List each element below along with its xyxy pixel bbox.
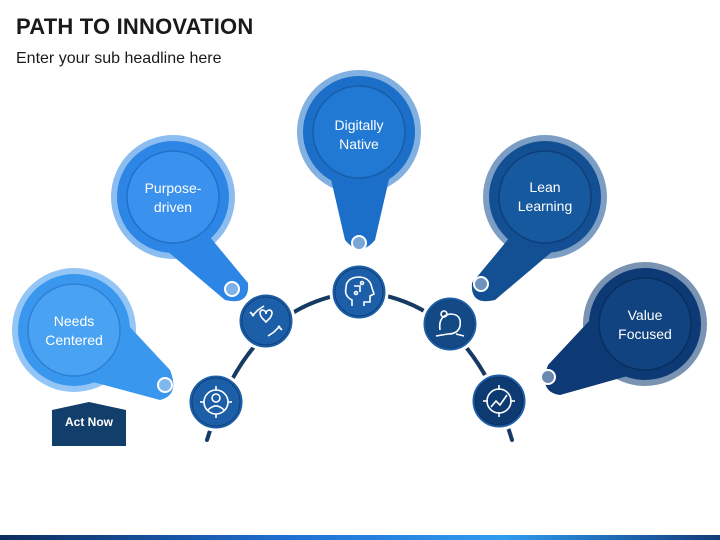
hands-heart-icon (249, 305, 283, 337)
bubble-lean-learning (471, 135, 607, 302)
bubble-label-line: Value (627, 307, 663, 323)
step-icon-node-1 (186, 372, 246, 432)
user-target-icon (200, 386, 232, 418)
bubble-label-line: Centered (45, 332, 103, 348)
step-icon-node-4 (420, 294, 480, 354)
bubble-label-line: Lean (529, 179, 561, 195)
bubble-digitally-native (297, 70, 421, 251)
step-icon-node-2 (236, 291, 296, 351)
bubble-label-line: Purpose- (144, 180, 202, 196)
bubble-label-digitally-native: Digitally Native (304, 116, 414, 154)
bubble-label-lean-learning: Lean Learning (490, 178, 600, 216)
act-now-label[interactable]: Act Now (65, 415, 113, 429)
step-icon-node-3 (329, 262, 389, 322)
bubble-label-needs-centered: Needs Centered (19, 312, 129, 350)
page-title: PATH TO INNOVATION (16, 14, 254, 39)
bubble-label-purpose-driven: Purpose- driven (118, 179, 228, 217)
bubble-value-focused (540, 262, 707, 395)
bubble-label-line: Needs (53, 313, 95, 329)
page-subtitle: Enter your sub headline here (16, 50, 222, 67)
scrum-cycle-icon (435, 310, 465, 337)
footer-gradient-bar (0, 535, 720, 540)
bubble-label-line: Native (339, 136, 379, 152)
step-icon-node-5 (469, 371, 529, 431)
bubble-label-value-focused: Value Focused (590, 306, 700, 344)
bubble-label-line: driven (153, 199, 193, 215)
bubble-label-line: Focused (618, 326, 672, 342)
act-now-badge[interactable] (52, 402, 126, 446)
brain-head-icon (344, 276, 375, 306)
bubble-needs-centered (12, 268, 174, 400)
bubble-label-line: Learning (517, 198, 573, 214)
bubble-purpose-driven (111, 135, 249, 302)
bubble-label-line: Digitally (334, 117, 384, 133)
growth-target-icon (483, 385, 515, 417)
